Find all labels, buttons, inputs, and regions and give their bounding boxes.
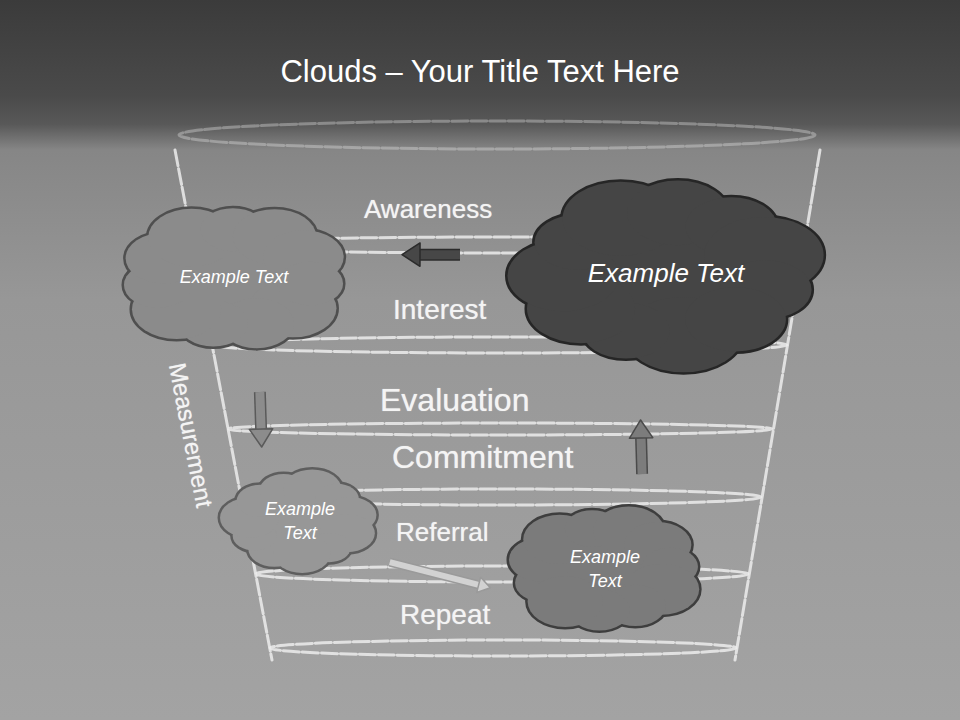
arrow-shaft-outline	[641, 438, 642, 474]
funnel-stage-label: Interest	[393, 295, 486, 326]
cloud-fill	[508, 181, 824, 373]
cloud-fill	[509, 507, 699, 631]
cloud-outline	[509, 507, 699, 631]
cloud-text: Example Text	[588, 256, 745, 291]
cloud-node: Example Text	[110, 195, 358, 360]
funnel-spiral	[270, 640, 736, 656]
cloud-node: Example Text	[500, 498, 710, 640]
cloud-text: Example Text	[255, 497, 345, 546]
block-arrow	[249, 392, 272, 447]
funnel-stage-label: Commitment	[392, 440, 573, 475]
arrow-shaft	[420, 250, 460, 259]
label-slot: Commitment	[392, 440, 573, 475]
arrow-shaft-outline	[420, 249, 460, 261]
cloud-node: Example Text	[218, 465, 382, 577]
cloud-text: Example Text	[180, 265, 288, 289]
label-slot: Referral	[396, 518, 488, 547]
arrow-head	[249, 429, 272, 447]
slide-title: Clouds – Your Title Text Here	[0, 54, 960, 90]
arrow-shaft	[390, 562, 479, 585]
cloud-text: Example Text	[560, 545, 650, 594]
cloud-shape	[500, 498, 710, 640]
cloud-node: Example Text	[500, 168, 832, 380]
cloud-outline	[508, 181, 824, 373]
arrow-head	[477, 577, 491, 592]
cloud-outline	[220, 470, 376, 573]
cloud-shape	[218, 465, 382, 577]
funnel-stage-label: Awareness	[364, 195, 492, 224]
arrow-shaft	[260, 392, 261, 429]
block-arrow	[629, 420, 652, 474]
funnel-stage-label: Referral	[396, 518, 488, 547]
cloud-outline	[124, 208, 344, 348]
cloud-text-box: Example Text	[180, 265, 288, 289]
cloud-bump	[685, 287, 786, 351]
cloud-bump	[685, 287, 786, 351]
funnel-rim	[179, 121, 815, 149]
arrow-shaft	[641, 438, 642, 474]
arrow-shaft-outline	[390, 562, 479, 585]
funnel-spiral	[228, 423, 772, 435]
arrow-head	[629, 420, 652, 438]
label-slot: Awareness	[364, 195, 492, 224]
block-arrow	[390, 562, 491, 592]
cloud-text-box: Example Text	[560, 545, 650, 594]
cloud-fill	[124, 208, 344, 348]
label-slot: Repeat	[400, 600, 490, 631]
arrow-head	[402, 243, 420, 266]
funnel-stage-label: Evaluation	[380, 383, 529, 418]
funnel-stage-label: Repeat	[400, 600, 490, 631]
cloud-text-box: Example Text	[588, 256, 745, 291]
label-slot: Interest	[393, 295, 486, 326]
cloud-text-box: Example Text	[255, 497, 345, 546]
block-arrow	[402, 243, 460, 266]
title-slot: Clouds – Your Title Text Here	[0, 54, 960, 90]
label-slot: Evaluation	[380, 383, 529, 418]
arrow-shaft-outline	[260, 392, 261, 429]
cloud-fill	[220, 470, 376, 573]
